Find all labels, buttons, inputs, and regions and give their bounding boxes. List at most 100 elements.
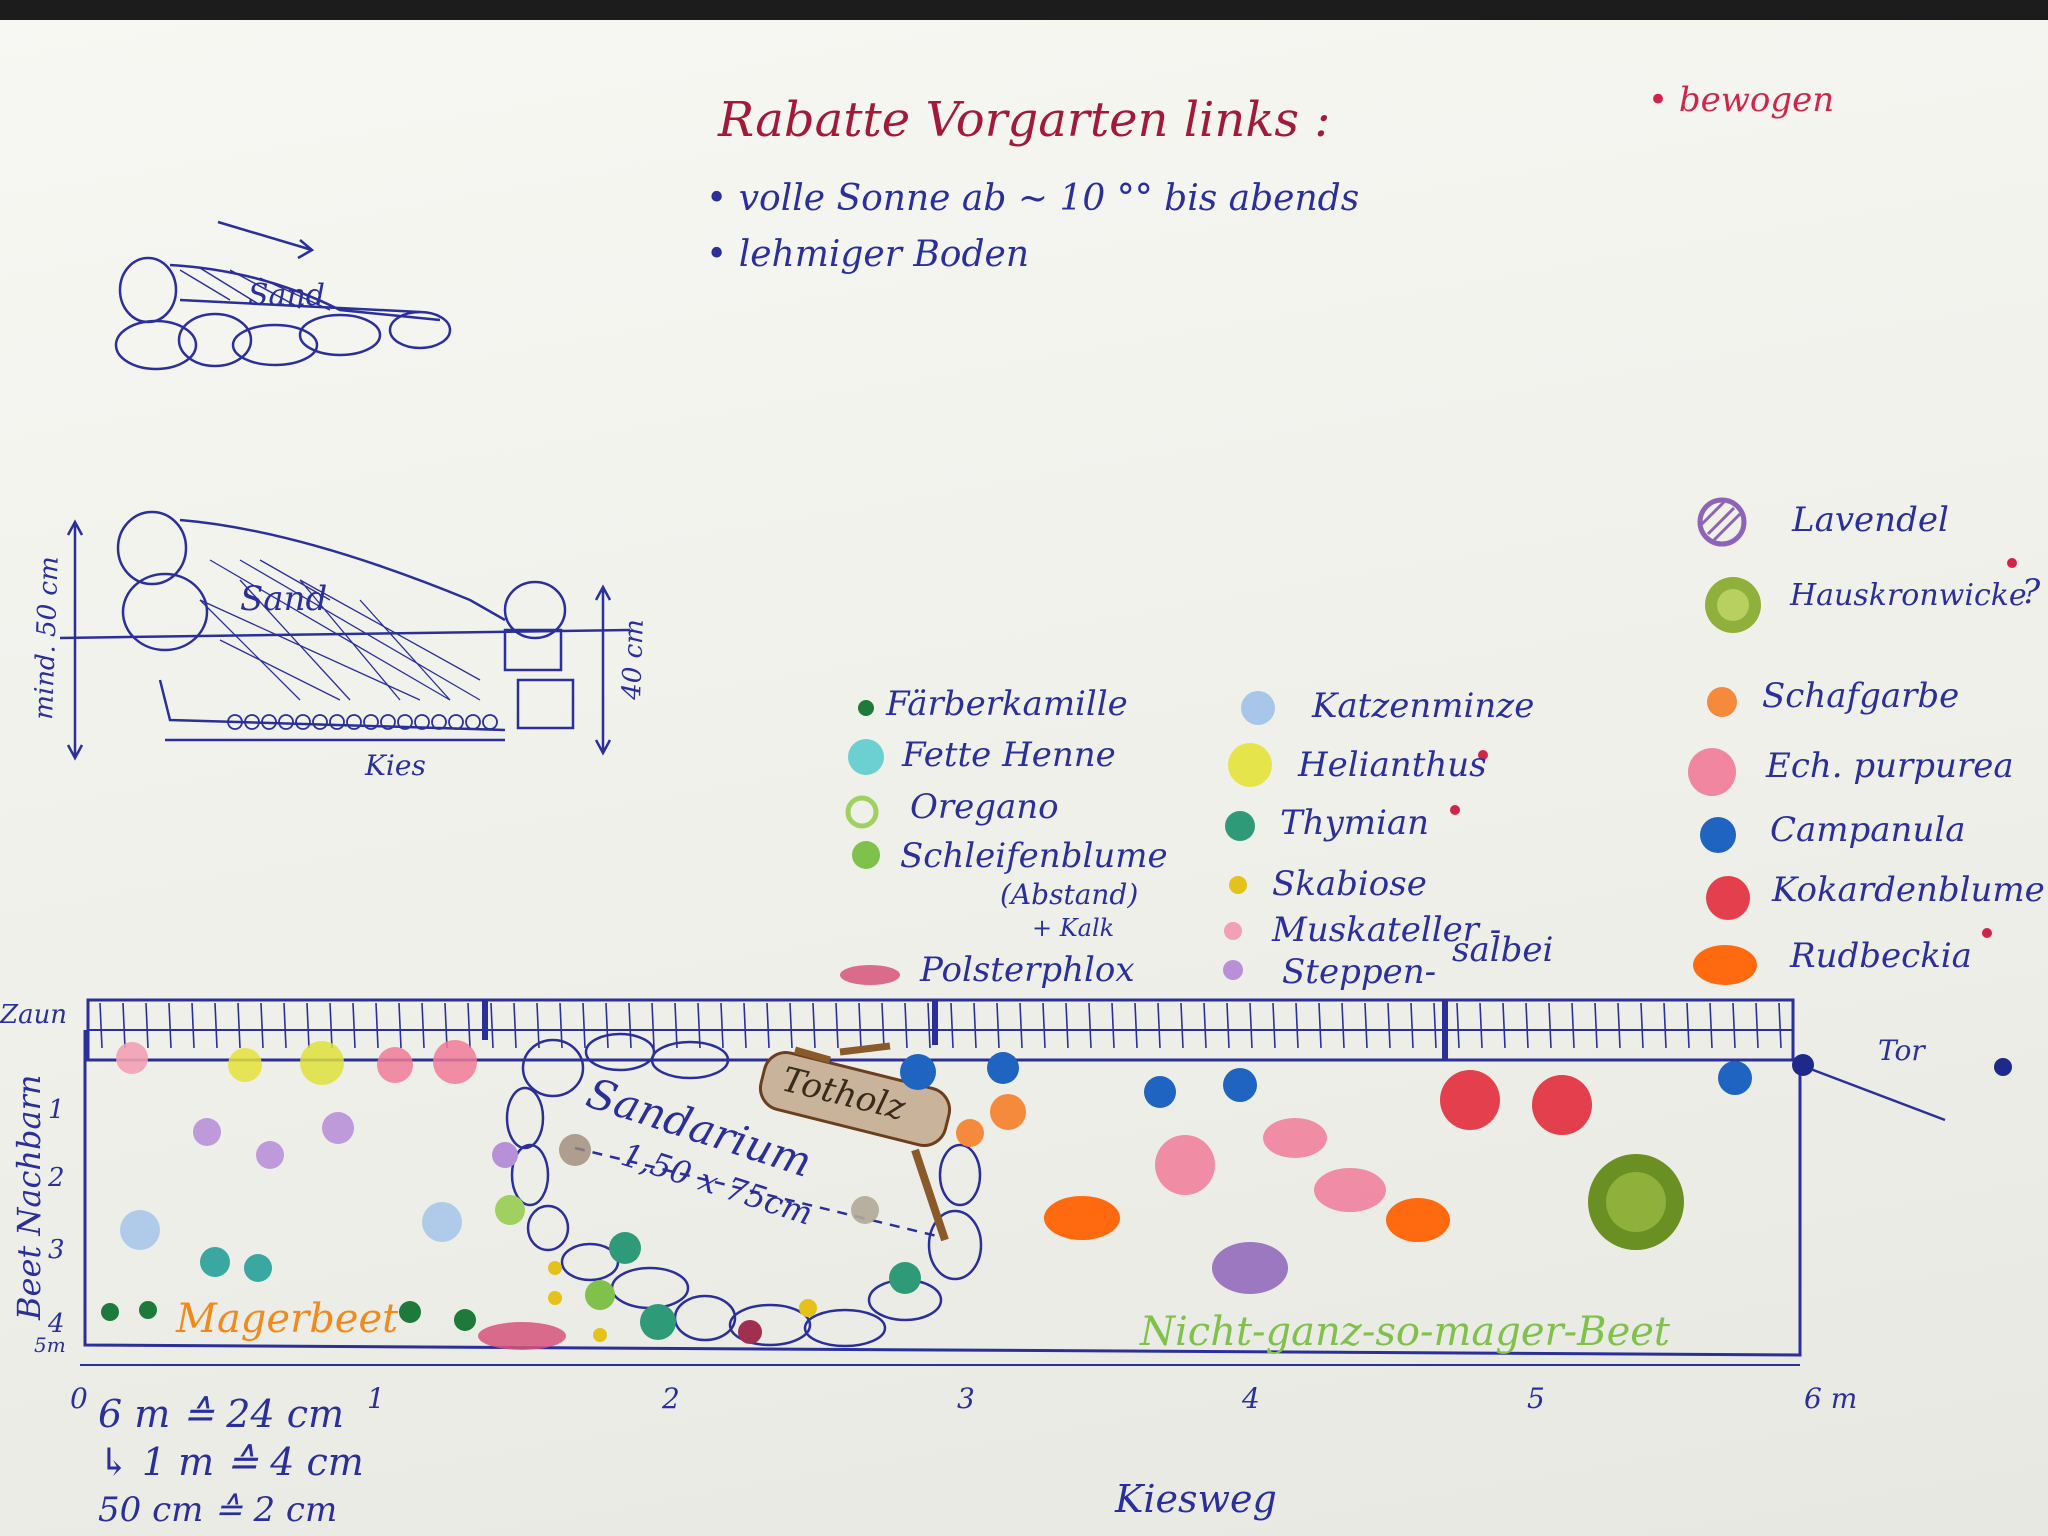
x-tick-label: 5 bbox=[1527, 1382, 1545, 1415]
fence-slat bbox=[1456, 1002, 1460, 1049]
bed-plan bbox=[80, 998, 1946, 1366]
fence-slat bbox=[1088, 1002, 1092, 1049]
fence-slat bbox=[628, 1002, 632, 1049]
fence-slat bbox=[1341, 1002, 1345, 1049]
x-tick-label: 1 bbox=[367, 1382, 385, 1415]
legend-campanula: Campanula bbox=[1770, 810, 1966, 850]
fence-slat bbox=[1134, 1002, 1138, 1049]
legend-helianthus: Helianthus bbox=[1298, 745, 1487, 785]
legend-polsterphlox: Polsterphlox bbox=[920, 950, 1135, 990]
legend-katzenminze: Katzenminze bbox=[1312, 686, 1535, 726]
scale-line-3: 50 cm ≙ 2 cm bbox=[98, 1490, 338, 1530]
legend-steppen: Steppen- bbox=[1282, 952, 1437, 992]
fence-slat bbox=[1203, 1002, 1207, 1049]
x-tick-label: 0 bbox=[70, 1382, 88, 1415]
plant-marks bbox=[101, 1040, 2012, 1350]
fence-slat bbox=[1272, 1002, 1276, 1049]
fence-slat bbox=[329, 1002, 333, 1049]
section-sketch bbox=[59, 510, 631, 761]
y-axis-ticks: 1 2 3 45m bbox=[34, 1095, 66, 1357]
fence-slat bbox=[1295, 1002, 1299, 1049]
fence-slat bbox=[306, 1002, 310, 1049]
y-tick-label: 3 bbox=[48, 1235, 65, 1265]
fence-slat bbox=[1065, 1002, 1069, 1049]
fence-slat bbox=[122, 1002, 126, 1049]
height-right-label: 40 cm bbox=[617, 619, 650, 702]
gravel-label: Kies bbox=[364, 749, 426, 782]
scale-line-1: 6 m ≙ 24 cm bbox=[98, 1392, 345, 1436]
legend-hauskronwicke: Hauskronwicke bbox=[1790, 578, 2027, 613]
y-tick-label: 2 bbox=[47, 1163, 65, 1193]
legend-question: ? bbox=[2022, 572, 2041, 612]
legend-fette-henne: Fette Henne bbox=[902, 735, 1116, 775]
fence-slat bbox=[881, 1002, 885, 1049]
legend-lavendel: Lavendel bbox=[1792, 500, 1949, 540]
top-sketch bbox=[114, 220, 452, 371]
fence-slats bbox=[99, 1002, 1782, 1049]
fence-slat bbox=[927, 1002, 931, 1049]
fence-slat bbox=[421, 1002, 425, 1049]
fence-slat bbox=[1111, 1002, 1115, 1049]
y-tick-label: 1 bbox=[48, 1095, 65, 1125]
fence-slat bbox=[1640, 1002, 1644, 1049]
fence-slat bbox=[1663, 1002, 1667, 1049]
fence-slat bbox=[1778, 1002, 1782, 1049]
fence-slat bbox=[1249, 1002, 1253, 1049]
fence-slat bbox=[720, 1002, 724, 1049]
fence-slat bbox=[1686, 1002, 1690, 1049]
fence-slat bbox=[789, 1002, 793, 1049]
legend-rudbeckia: Rudbeckia bbox=[1790, 936, 1972, 976]
gravel-circles bbox=[227, 714, 498, 730]
fence-slat bbox=[1157, 1002, 1161, 1049]
x-tick-label: 6 m bbox=[1804, 1382, 1857, 1415]
fence-slat bbox=[260, 1002, 264, 1049]
sand-label-section: Sand bbox=[240, 579, 327, 619]
neighbour-label: Beet Nachbarn bbox=[10, 1075, 48, 1322]
fence-slat bbox=[536, 1002, 540, 1049]
fence-slat bbox=[1548, 1002, 1552, 1049]
fence-slat bbox=[490, 1002, 494, 1049]
fence-slat bbox=[835, 1002, 839, 1049]
fence-slat bbox=[283, 1002, 287, 1049]
fence-label: Zaun bbox=[0, 1000, 67, 1030]
x-tick-label: 4 bbox=[1241, 1382, 1260, 1415]
fence-slat bbox=[1410, 1002, 1414, 1049]
fence-slat bbox=[1709, 1002, 1713, 1049]
legend-schleifenblume: Schleifenblume bbox=[900, 836, 1168, 876]
fence-slat bbox=[950, 1002, 954, 1049]
fence-slat bbox=[812, 1002, 816, 1049]
fence-slat bbox=[1479, 1002, 1483, 1049]
fence-slat bbox=[605, 1002, 609, 1049]
legend-abstand: (Abstand) bbox=[1000, 878, 1139, 911]
fence-slat bbox=[996, 1002, 1000, 1049]
x-tick-label: 2 bbox=[661, 1382, 680, 1415]
fence-slat bbox=[467, 1002, 471, 1049]
fence-slat bbox=[444, 1002, 448, 1049]
lean-bed-label: Magerbeet bbox=[175, 1296, 399, 1342]
fence-slat bbox=[1571, 1002, 1575, 1049]
fence-slat bbox=[858, 1002, 862, 1049]
fence-slat bbox=[743, 1002, 747, 1049]
y-tick-label: 5m bbox=[34, 1333, 66, 1357]
fence-slat bbox=[1364, 1002, 1368, 1049]
legend-oregano: Oregano bbox=[910, 787, 1059, 827]
fence-slat bbox=[1755, 1002, 1759, 1049]
deadwood-log bbox=[758, 1042, 952, 1242]
sand-label-top: Sand bbox=[248, 278, 325, 313]
scale-line-2: ↳ 1 m ≙ 4 cm bbox=[98, 1440, 364, 1484]
legend-faerberkamille: Färberkamille bbox=[886, 684, 1128, 724]
fence-slat bbox=[1318, 1002, 1322, 1049]
y-tick-label: 4 bbox=[47, 1309, 65, 1339]
fence-slat bbox=[1042, 1002, 1046, 1049]
page-title: Rabatte Vorgarten links : bbox=[718, 92, 1331, 148]
fence-slat bbox=[674, 1002, 678, 1049]
fence-slat bbox=[1226, 1002, 1230, 1049]
fence-slat bbox=[191, 1002, 195, 1049]
fence-slat bbox=[99, 1002, 103, 1049]
fence-slat bbox=[1387, 1002, 1391, 1049]
legend-skabiose: Skabiose bbox=[1272, 864, 1427, 904]
path-label: Kiesweg bbox=[1114, 1477, 1277, 1521]
legend-kokardenblume: Kokardenblume bbox=[1772, 870, 2045, 910]
legend-salbei: salbei bbox=[1452, 930, 1554, 970]
